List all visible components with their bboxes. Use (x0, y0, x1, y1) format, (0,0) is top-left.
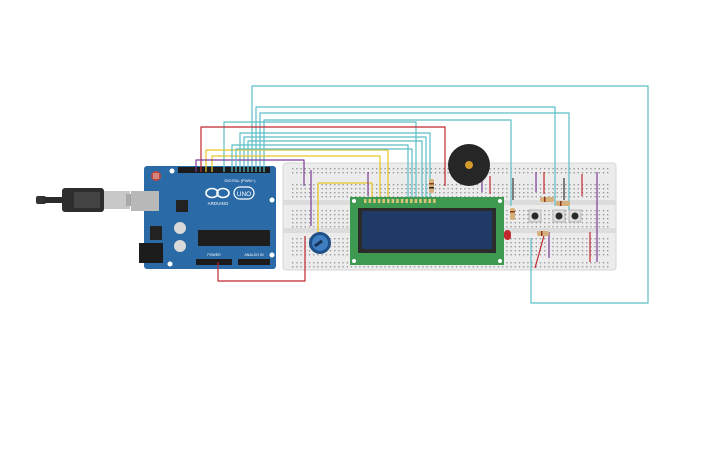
power-label: POWER (207, 253, 221, 257)
wire-cyan (259, 112, 570, 210)
potentiometer[interactable] (309, 232, 331, 254)
resistor[interactable] (537, 231, 549, 236)
analog-label: ANALOG IN (244, 253, 264, 257)
red-led[interactable] (504, 230, 511, 240)
reset-button[interactable] (151, 171, 161, 181)
wire-cyan (243, 136, 427, 200)
wires (195, 85, 649, 304)
wire-red (534, 231, 546, 269)
arduino-logo-icon (205, 186, 255, 200)
digital-label: DIGITAL (PWM~) (225, 178, 257, 183)
usb-cable (36, 188, 144, 212)
wire-yellow (317, 182, 373, 236)
power-header (196, 259, 232, 265)
usb-port (131, 191, 159, 211)
wire-yellow (205, 149, 389, 200)
resistor[interactable] (510, 208, 515, 220)
wire-purple (195, 159, 305, 186)
wire-red (200, 126, 446, 186)
wire-red (217, 236, 306, 282)
wire-cyan (235, 148, 413, 200)
resistor[interactable] (556, 201, 570, 206)
lcd-16x2[interactable] (350, 197, 504, 265)
push-button-3[interactable] (568, 209, 582, 223)
lcd-pins (364, 199, 436, 203)
push-button-1[interactable] (528, 209, 542, 223)
atmega-chip (198, 230, 270, 246)
piezo-buzzer[interactable] (448, 144, 490, 186)
wire-cyan (239, 132, 431, 200)
power-jack (139, 243, 163, 263)
wire-cyan (251, 85, 649, 304)
board-brand: ARDUINO (208, 201, 229, 206)
wire-cyan (255, 106, 556, 206)
resistor[interactable] (429, 179, 434, 193)
wire-yellow (211, 155, 381, 200)
push-button-2[interactable] (552, 209, 566, 223)
wire-cyan (223, 121, 417, 200)
wire-cyan (263, 119, 512, 206)
resistor[interactable] (540, 197, 554, 202)
board-logo-text: UNO (237, 191, 251, 198)
arduino-uno[interactable]: UNO ARDUINO DIGITAL (PWM~) POWER ANALOG … (131, 166, 276, 269)
wire-cyan (231, 144, 409, 200)
analog-header (238, 259, 270, 265)
